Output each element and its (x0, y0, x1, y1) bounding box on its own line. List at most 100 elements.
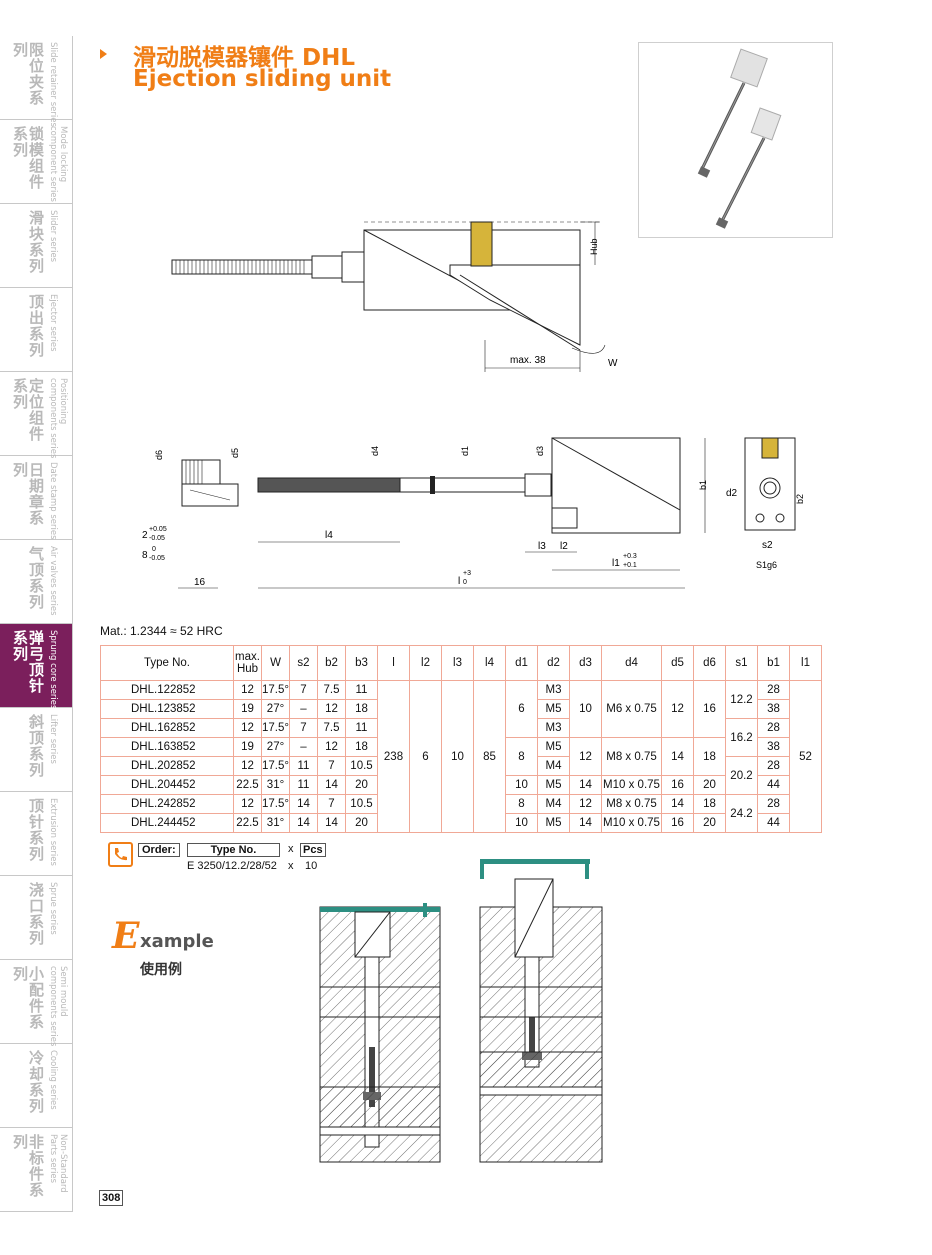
l-tol-dn: 0 (463, 579, 467, 586)
table-cell: 12 (317, 699, 346, 719)
sidebar-item-en: Ejector series (48, 294, 58, 352)
table-cell: 27° (261, 737, 290, 757)
b2-label: b2 (795, 494, 805, 504)
l1-label: l1 (612, 558, 620, 569)
table-cell: 17.5° (261, 680, 290, 700)
table-cell: 52 (789, 680, 822, 833)
table-cell: 38 (757, 699, 790, 719)
sidebar-item-en: Mode locking component series (48, 126, 68, 202)
table-cell: M6 x 0.75 (601, 680, 662, 738)
table-cell: DHL.122852 (100, 680, 234, 700)
table-cell: DHL.163852 (100, 737, 234, 757)
table-cell: M4 (537, 794, 570, 814)
dimension-drawing: d6 d5 2 +0.05 -0.05 8 0 -0.05 16 d4 d1 d… (142, 437, 805, 589)
table-cell: 12 (233, 756, 262, 776)
table-header-cell: Type No. (100, 645, 234, 681)
table-cell: 31° (261, 813, 290, 833)
d3-label: d3 (535, 446, 545, 456)
sidebar-item-zh: 锁模组件系列 (11, 126, 45, 190)
l-label: l (458, 576, 460, 587)
dim8-tol-dn: -0.05 (149, 555, 165, 562)
table-cell: 16 (661, 813, 694, 833)
table-cell: 238 (377, 680, 410, 833)
example-heading: xample (140, 931, 214, 952)
order-quantity: 10 (305, 860, 318, 872)
table-cell: 6 (505, 680, 538, 738)
table-cell: DHL.242852 (100, 794, 234, 814)
order-label: Order: (138, 843, 180, 857)
sidebar-item-zh: 弹弓顶针系列 (11, 630, 45, 694)
sidebar-item-en: Sprue series (48, 882, 58, 935)
table-cell: 20 (345, 813, 378, 833)
table-cell: 12 (569, 794, 602, 814)
bullet-icon (100, 49, 107, 59)
table-cell: 14 (289, 794, 318, 814)
table-header-cell: b2 (317, 645, 346, 681)
table-cell: 7 (289, 718, 318, 738)
table-cell: 11 (289, 756, 318, 776)
sidebar-item-zh: 斜顶系列 (27, 714, 45, 778)
table-cell: 12 (233, 718, 262, 738)
max38-label: max. 38 (510, 355, 546, 366)
d1-label: d1 (460, 446, 470, 456)
table-cell: – (289, 737, 318, 757)
page-title-en: Ejection sliding unit (133, 66, 392, 92)
table-header-cell: d5 (661, 645, 694, 681)
table-cell: 44 (757, 813, 790, 833)
table-cell: 10 (569, 680, 602, 738)
order-phone-icon (108, 842, 133, 867)
d5-label: d5 (230, 448, 240, 458)
table-cell: 6 (409, 680, 442, 833)
table-cell: 14 (289, 813, 318, 833)
sidebar-item-zh: 限位夹系列 (11, 42, 45, 106)
sidebar-item-zh: 滑块系列 (27, 210, 45, 274)
table-cell: 14 (317, 775, 346, 795)
table-cell: 8 (505, 737, 538, 776)
table-header-cell: l (377, 645, 410, 681)
dim8-label: 8 (142, 550, 148, 561)
order-x-2: x (288, 860, 294, 872)
sidebar-item-zh: 小配件系列 (11, 966, 45, 1030)
table-cell: 10.5 (345, 794, 378, 814)
table-header-cell: d2 (537, 645, 570, 681)
table-cell: 11 (289, 775, 318, 795)
side-view-drawing: Hub max. 38 W (171, 221, 618, 372)
table-header-cell: l4 (473, 645, 506, 681)
table-header-cell: d3 (569, 645, 602, 681)
dim2-label: 2 (142, 530, 148, 541)
sidebar-item-zh: 浇口系列 (27, 882, 45, 946)
table-header-cell: d4 (601, 645, 662, 681)
table-cell: M5 (537, 813, 570, 833)
l3-label: l3 (538, 541, 546, 552)
table-cell: DHL.162852 (100, 718, 234, 738)
sidebar-item-en: Semi mould components series (48, 966, 68, 1047)
table-cell: 22.5 (233, 813, 262, 833)
table-cell: 12.2 (725, 680, 758, 719)
table-cell: 12 (317, 737, 346, 757)
table-header-cell: b1 (757, 645, 790, 681)
sidebar-item-en: Slide retainer series (48, 42, 58, 127)
sidebar-item-en: Lifter series (48, 714, 58, 764)
l1-tol-dn: +0.1 (623, 562, 637, 569)
l2-label: l2 (560, 541, 568, 552)
table-cell: 17.5° (261, 718, 290, 738)
sidebar-item-zh: 顶出系列 (27, 294, 45, 358)
